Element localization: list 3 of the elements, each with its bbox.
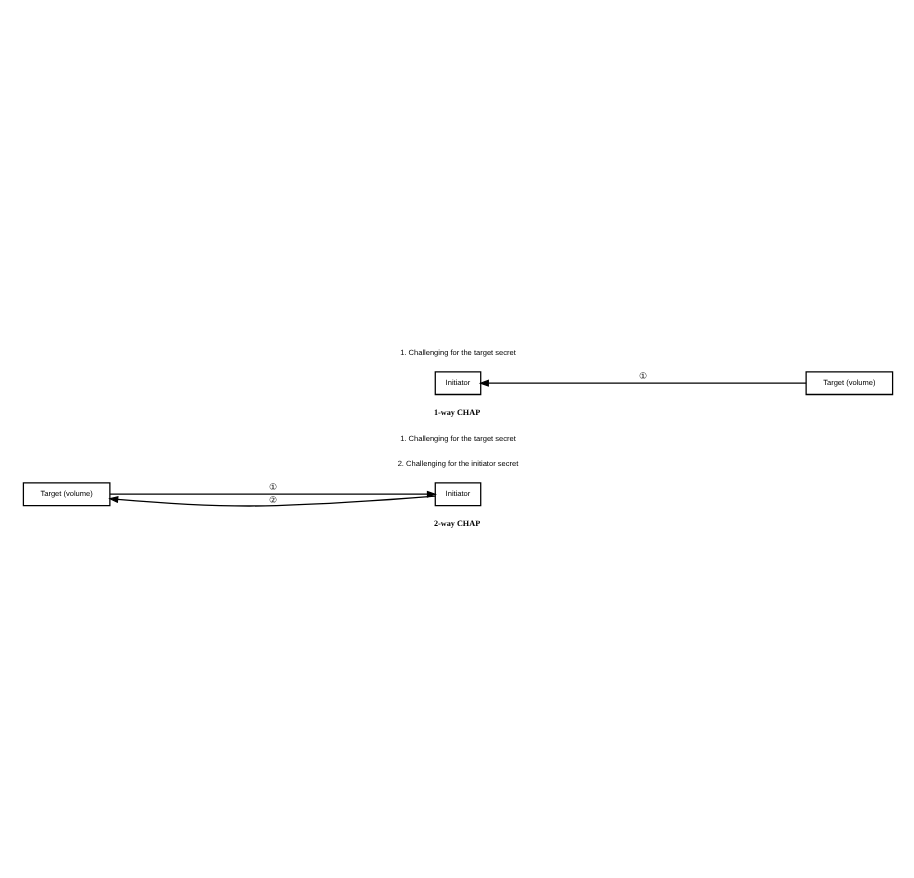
arrow [477, 379, 806, 387]
arrow [108, 490, 436, 498]
arrow [107, 495, 435, 507]
